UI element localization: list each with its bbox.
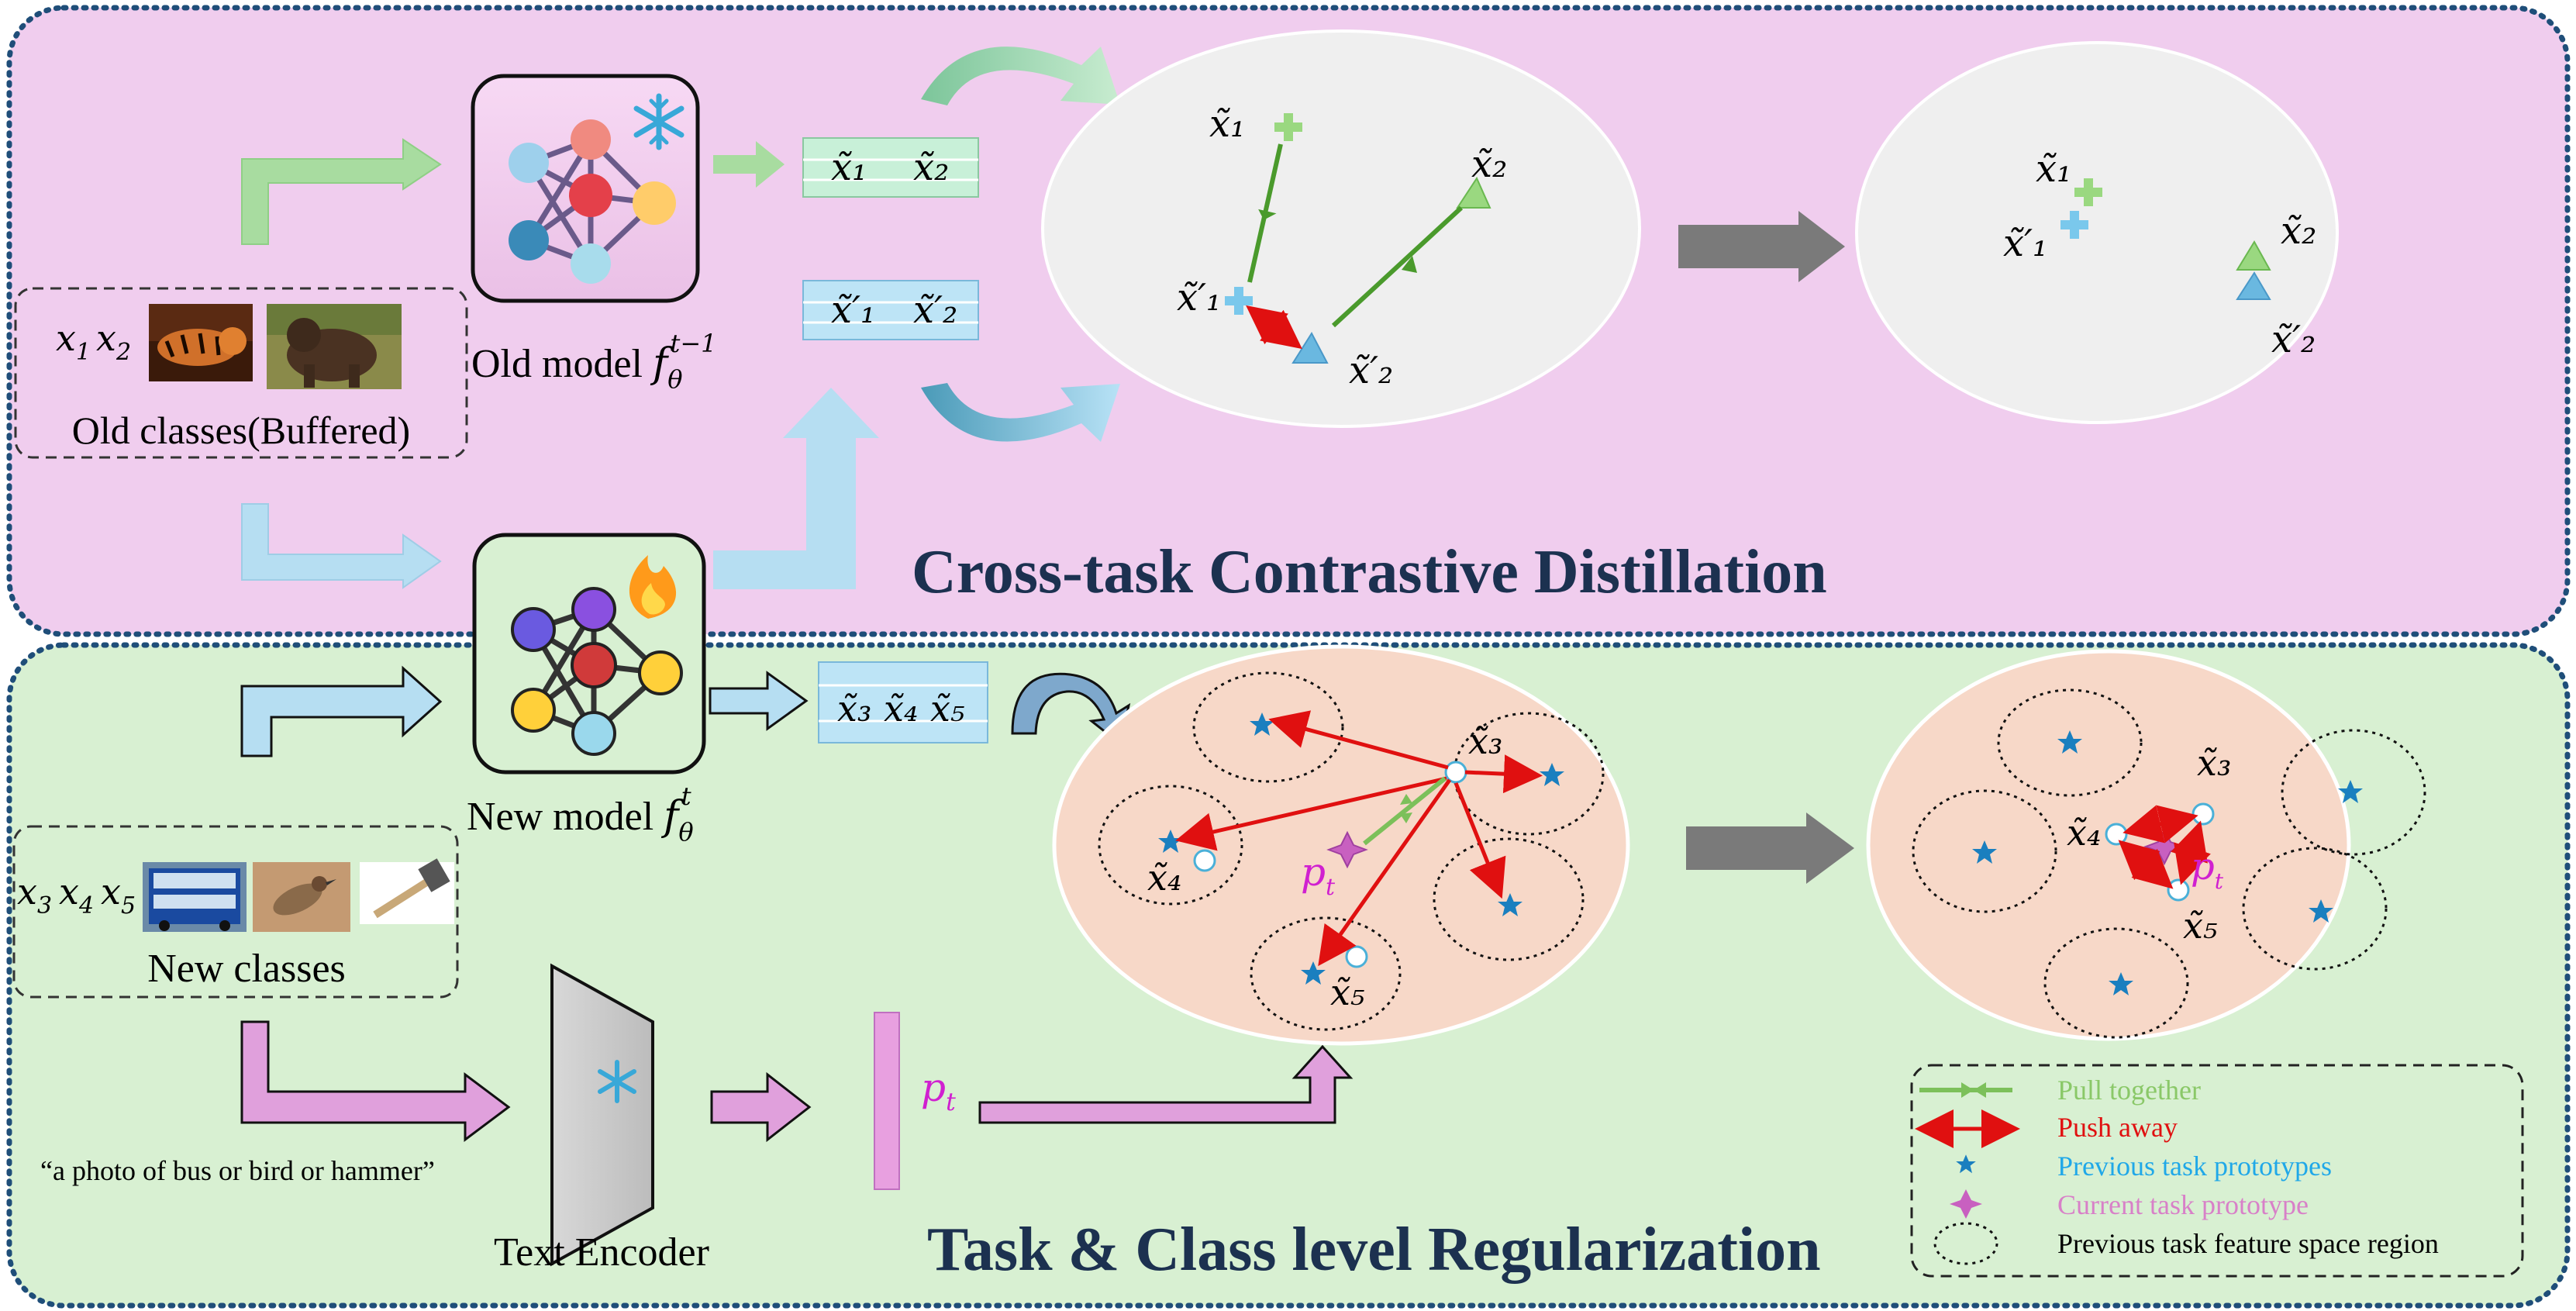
bear-thumbnail (267, 304, 402, 389)
svg-text:x̃′₁: x̃′₁ (2003, 222, 2047, 265)
top-space-after-points: x̃₁ x̃′₁ x̃₂ x̃′₂ (2003, 147, 2316, 361)
curl-arrow (1011, 672, 1131, 747)
neural-net-icon (509, 119, 676, 284)
svg-text:x̃₁: x̃₁ (2036, 147, 2071, 191)
prototype-label: pt (921, 1065, 956, 1116)
gray-arrow-top (1678, 211, 1845, 282)
svg-text:pt: pt (1301, 850, 1336, 901)
old-model-label: Old model fθt−1 (471, 329, 717, 394)
legend-current-prototype: Current task prototype (1950, 1189, 2309, 1220)
bottom-space-after-regions (1912, 688, 2426, 1039)
bottom-space-after-points: x̃₃ x̃₄ x̃₅ pt (1972, 730, 2363, 995)
gray-arrow-bottom (1686, 812, 1854, 884)
svg-text:Pull together: Pull together (2057, 1075, 2201, 1106)
pink-elbow-arrow (240, 1020, 511, 1142)
legend: Pull together Push away Previous task pr… (1910, 1064, 2524, 1278)
top-panel-title: Cross-task Contrastive Distillation (912, 538, 1827, 606)
new-classes-box (12, 825, 459, 999)
old-features-bar: x̃₁ x̃₂ (802, 137, 979, 198)
svg-text:x̃₃: x̃₃ (1468, 720, 1502, 762)
svg-text:x̃′₂: x̃′₂ (913, 288, 957, 332)
old-classes-caption: Old classes(Buffered) (72, 409, 410, 452)
svg-text:x̃′₁: x̃′₁ (831, 288, 875, 332)
new-model-label: New model fθt (467, 781, 694, 847)
old-x2: x2 (96, 317, 131, 366)
snowflake-icon (633, 93, 685, 150)
svg-text:x̃₅: x̃₅ (930, 688, 964, 730)
new-features-bar: x̃′₁ x̃′₂ (802, 280, 979, 340)
svg-text:x̃₄: x̃₄ (2067, 812, 2101, 854)
bottom-panel-title: Task & Class level Regularization (927, 1216, 1821, 1284)
text-encoder-shape (550, 963, 654, 1267)
bird-thumbnail (253, 862, 350, 932)
neural-net-icon-new (511, 587, 683, 756)
svg-text:x̃₃: x̃₃ (2197, 742, 2231, 784)
svg-text:pt: pt (2191, 845, 2224, 894)
svg-text:x̃′₁: x̃′₁ (1177, 276, 1221, 319)
prototype-bar (874, 1012, 900, 1190)
svg-text:x̃₅: x̃₅ (2183, 905, 2217, 947)
pt-to-space-arrow (978, 1044, 1354, 1124)
text-prompt: “a photo of bus or bird or hammer” (40, 1155, 435, 1186)
legend-pull-together: Pull together (1919, 1075, 2201, 1106)
new-feature-arrow (709, 671, 809, 731)
svg-text:x̃₄: x̃₄ (884, 688, 918, 730)
bottom-space-before-regions (1098, 671, 1605, 1031)
green-arc-arrow (921, 47, 1120, 105)
blue-elbow-arrow (241, 503, 442, 589)
legend-push-away: Push away (1915, 1109, 2178, 1148)
new-x5: x5 (101, 871, 136, 919)
green-elbow-arrow (241, 138, 442, 245)
svg-text:x̃₂: x̃₂ (2281, 209, 2316, 253)
svg-text:x̃₅: x̃₅ (1330, 971, 1364, 1013)
flame-icon (629, 555, 677, 619)
old-feature-arrow (713, 141, 785, 188)
legend-region: Previous task feature space region (1933, 1222, 2439, 1265)
blue-arc-arrow (921, 383, 1120, 442)
svg-text:x̃₁: x̃₁ (1209, 102, 1245, 146)
svg-text:x̃₄: x̃₄ (1147, 857, 1181, 899)
new-x3: x3 (17, 871, 52, 919)
tiger-thumbnail (149, 304, 253, 381)
top-space-before-points: x̃₁ x̃′₁ x̃₂ x̃′₂ (1177, 102, 1507, 392)
svg-text:x̃′₂: x̃′₂ (2271, 318, 2316, 361)
new-model-up-arrow (713, 388, 879, 589)
svg-text:x̃₂: x̃₂ (913, 146, 949, 189)
text-encoder-label: Text Encoder (494, 1230, 709, 1275)
svg-text:x̃₂: x̃₂ (1471, 143, 1507, 186)
encoder-to-pt-arrow (710, 1071, 812, 1143)
bottom-feature-space-after (1866, 649, 2351, 1041)
svg-text:x̃₁: x̃₁ (831, 146, 867, 189)
legend-previous-prototypes: Previous task prototypes (1956, 1151, 2332, 1182)
svg-text:Previous task prototypes: Previous task prototypes (2057, 1151, 2332, 1182)
svg-text:Push away: Push away (2057, 1112, 2178, 1143)
bus-thumbnail (143, 862, 247, 932)
snowflake-icon-encoder (598, 1060, 636, 1103)
svg-text:x̃₃: x̃₃ (837, 688, 871, 730)
new-classes-caption: New classes (147, 947, 346, 991)
task-features-bar: x̃₃ x̃₄ x̃₅ (818, 661, 988, 743)
blue-elbow-arrow-bottom (240, 665, 443, 757)
top-feature-space-after (1855, 41, 2339, 424)
svg-text:Current task prototype: Current task prototype (2057, 1189, 2309, 1220)
hammer-thumbnail (360, 858, 454, 924)
top-feature-space-before (1041, 29, 1641, 428)
svg-text:x̃′₂: x̃′₂ (1349, 349, 1393, 392)
svg-text:Previous task feature space re: Previous task feature space region (2057, 1228, 2439, 1259)
bottom-space-before-points: x̃₃ x̃₄ x̃₅ pt (1147, 710, 1564, 1013)
